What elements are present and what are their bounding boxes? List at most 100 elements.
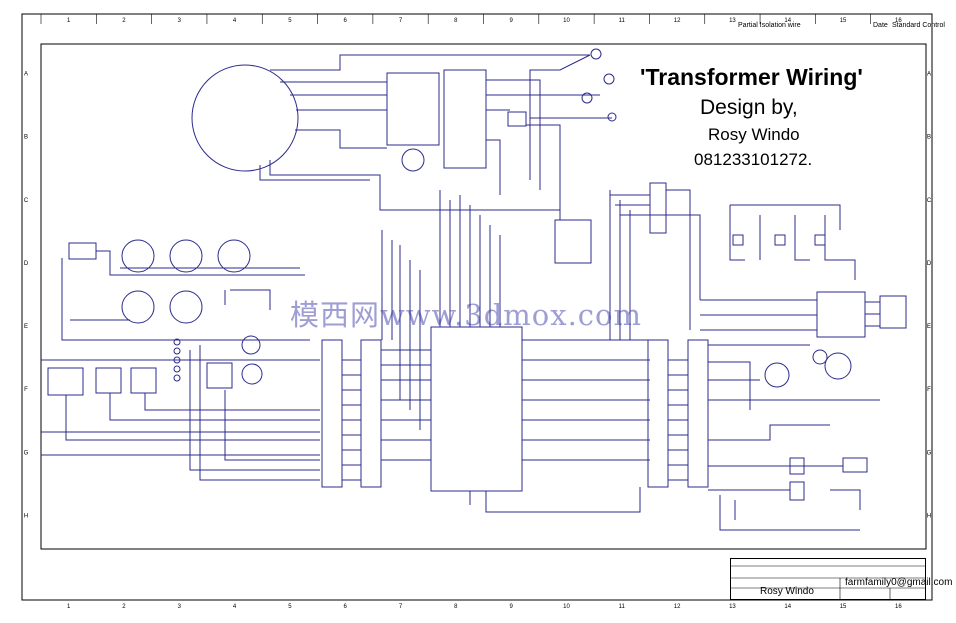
row-label: G — [24, 450, 29, 456]
relay-coil-symbol — [507, 111, 527, 127]
title-block-top-right: Standard Control — [892, 22, 945, 29]
terminal-2 — [603, 73, 615, 85]
column-label: 13 — [729, 604, 736, 610]
column-label: 9 — [509, 18, 513, 24]
column-label: 10 — [563, 18, 570, 24]
row-label: C — [24, 198, 29, 204]
motor-left-4 — [121, 290, 155, 324]
terminal-1 — [590, 48, 602, 60]
column-label: 5 — [288, 604, 292, 610]
plc-module — [430, 326, 523, 492]
column-label: 3 — [178, 18, 182, 24]
column-label: 9 — [509, 604, 513, 610]
column-label: 6 — [344, 604, 348, 610]
column-label: 2 — [122, 604, 126, 610]
column-markers: 1122334455667788991010111112121313141415… — [40, 14, 902, 610]
relay-5 — [789, 481, 805, 501]
row-label: D — [927, 261, 932, 267]
motor-left-1 — [121, 239, 155, 273]
column-label: 11 — [619, 18, 626, 24]
column-label: 10 — [563, 604, 570, 610]
left-small-box — [68, 242, 97, 260]
title-block-email: farmfamily0@gmail.com — [845, 577, 953, 588]
column-label: 16 — [895, 18, 902, 24]
column-label: 15 — [840, 604, 847, 610]
motor-right-2 — [824, 352, 852, 380]
wiring-layer — [41, 48, 907, 531]
row-label: H — [927, 513, 931, 519]
box-bl-2 — [95, 367, 122, 394]
column-label: 4 — [233, 604, 237, 610]
outer-border — [21, 13, 933, 601]
column-label: 13 — [729, 18, 736, 24]
author-phone: 081233101272. — [694, 150, 813, 169]
meter-1 — [241, 335, 261, 355]
output-box — [816, 291, 866, 338]
main-motor-symbol — [191, 64, 299, 172]
column-label: 7 — [399, 18, 403, 24]
title-block — [730, 558, 926, 600]
small-motor-symbol — [401, 148, 425, 172]
row-label: E — [24, 324, 28, 330]
column-label: 5 — [288, 18, 292, 24]
column-label: 2 — [122, 18, 126, 24]
column-label: 12 — [674, 18, 681, 24]
row-label: B — [24, 135, 28, 141]
relay-4 — [789, 457, 805, 475]
column-label: 12 — [674, 604, 681, 610]
title-block-date: Date — [873, 22, 888, 29]
author-name: Rosy Windo — [708, 125, 800, 144]
title-block-drawn-by: Rosy Windo — [760, 586, 814, 597]
upper-right-box — [649, 182, 667, 234]
terminal-strip-b — [360, 339, 382, 488]
row-label: G — [927, 450, 932, 456]
terminal-4 — [607, 112, 617, 122]
terminal-strip-d — [687, 339, 709, 488]
column-label: 4 — [233, 18, 237, 24]
row-label: A — [927, 72, 931, 78]
motor-right-1 — [764, 362, 790, 388]
column-label: 1 — [67, 604, 71, 610]
drawing-frame — [40, 43, 927, 550]
row-label: D — [24, 261, 29, 267]
column-label: 8 — [454, 18, 458, 24]
design-by-label: Design by, — [700, 96, 798, 119]
motor-left-3 — [217, 239, 251, 273]
diagram-title: 'Transformer Wiring' — [640, 64, 863, 90]
row-label: A — [24, 72, 28, 78]
control-box — [554, 219, 592, 264]
contactor-box-2 — [443, 69, 487, 169]
row-label: F — [927, 387, 931, 393]
column-label: 14 — [784, 604, 791, 610]
indicator-lamp — [812, 349, 828, 365]
row-label: F — [24, 387, 28, 393]
contactor-box-1 — [386, 72, 440, 146]
output-box-lower — [842, 457, 868, 473]
column-label: 7 — [399, 604, 403, 610]
title-block-top-label: Partial Isolation wire — [738, 22, 801, 29]
motor-left-5 — [169, 290, 203, 324]
box-bl-3 — [130, 367, 157, 394]
box-bl-1 — [47, 367, 84, 396]
row-label: B — [927, 135, 931, 141]
relay-3 — [814, 234, 826, 246]
motor-left-2 — [169, 239, 203, 273]
column-label: 14 — [784, 18, 791, 24]
watermark: 模西网www.3dmox.com — [290, 298, 642, 332]
terminal-3 — [581, 92, 593, 104]
relay-1 — [732, 234, 744, 246]
terminal-strip-c — [647, 339, 669, 488]
meter-2 — [241, 363, 263, 385]
column-label: 15 — [840, 18, 847, 24]
column-label: 11 — [619, 604, 626, 610]
row-label: E — [927, 324, 931, 330]
column-label: 8 — [454, 604, 458, 610]
output-terminals — [879, 295, 907, 329]
row-label: H — [24, 513, 28, 519]
terminal-strip-a — [321, 339, 343, 488]
column-label: 1 — [67, 18, 71, 24]
box-bl-4 — [206, 362, 233, 389]
column-label: 16 — [895, 604, 902, 610]
